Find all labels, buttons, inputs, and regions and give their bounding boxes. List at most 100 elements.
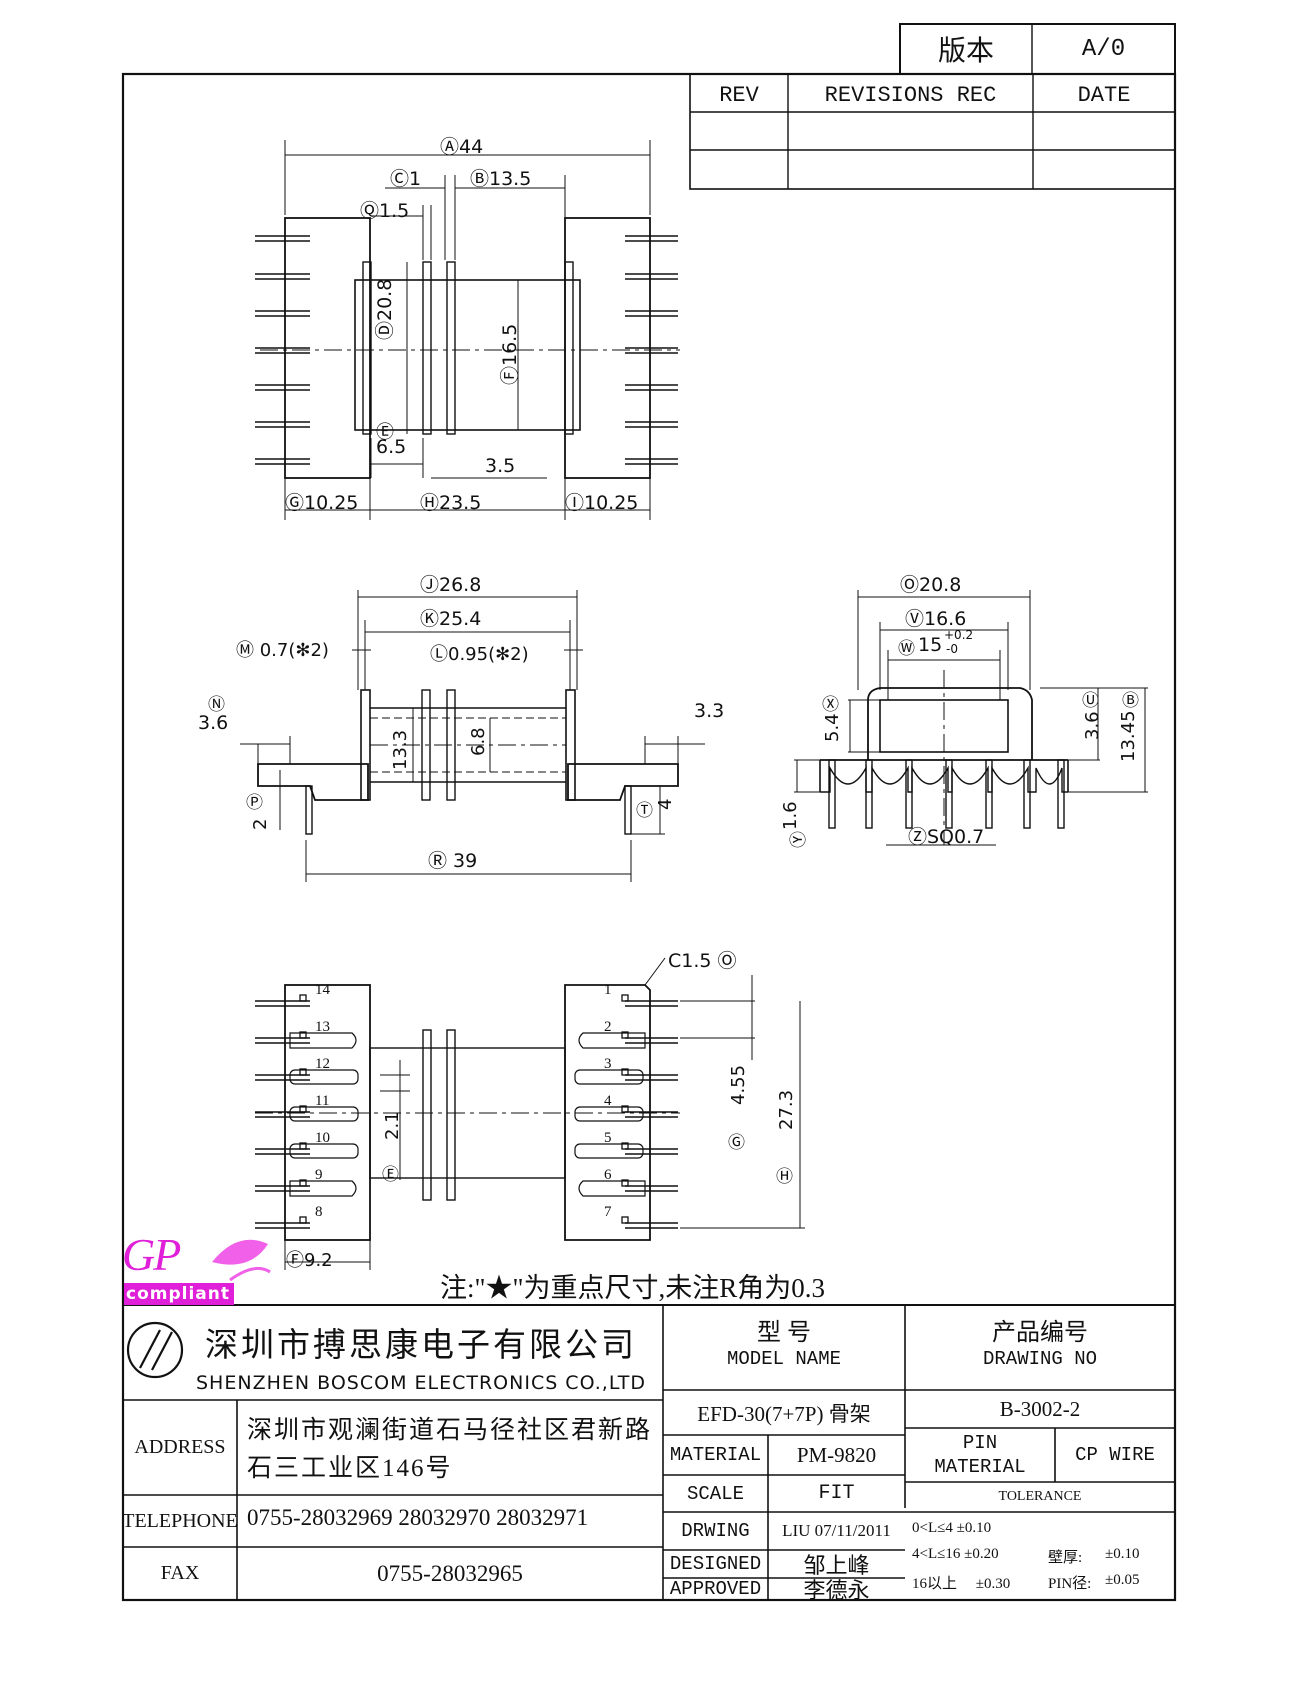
dim-w-marker: Ⓦ — [898, 639, 915, 659]
wall-thickness-label: 壁厚: — [1048, 1550, 1083, 1566]
top-view — [255, 140, 680, 520]
gp-compliant-logo — [124, 1239, 271, 1305]
dim-b-value: 13.45 — [1118, 710, 1139, 762]
dim-w-tol-dn: -0 — [946, 642, 958, 656]
revision-table — [689, 73, 1176, 190]
scale-value: FIT — [818, 1482, 855, 1505]
dim-g-value: 4.55 — [728, 1064, 749, 1105]
model-name-cn: 型 号 — [757, 1320, 811, 1346]
dim-d20-8: Ⓓ20.8 — [374, 278, 396, 340]
drawing-note: 注:"★"为重点尺寸,未注R角为0.3 — [440, 1273, 826, 1303]
bottom-view — [255, 957, 805, 1270]
designed-value: 邹上峰 — [803, 1553, 870, 1578]
dim-a44: Ⓐ44 — [440, 136, 484, 158]
model-name-en: MODEL NAME — [726, 1348, 842, 1370]
version-value: A/0 — [1081, 35, 1126, 63]
address-line-1: 深圳市观澜街道石马径社区君新路 — [247, 1417, 653, 1444]
dim-f16-5: Ⓕ16.5 — [499, 323, 521, 385]
dim-p-value: 2 — [250, 818, 271, 830]
dim-b-marker: Ⓑ — [1122, 691, 1139, 711]
dim-13-3: 13.3 — [390, 729, 411, 770]
dim-l0-95: Ⓛ0.95(✻2) — [430, 644, 529, 665]
dim-n-value: 3.6 — [198, 712, 229, 734]
tolerance-label: TOLERANCE — [998, 1489, 1082, 1504]
leaf-icon — [212, 1239, 268, 1265]
dim-x-marker: Ⓧ — [822, 695, 839, 715]
approved-label: APPROVED — [669, 1578, 762, 1600]
dim-i10-25: Ⓘ10.25 — [565, 492, 639, 514]
dim-u-marker: Ⓤ — [1082, 691, 1099, 711]
dim-6-8: 6.8 — [468, 727, 489, 756]
drwing-value: LIU 07/11/2011 — [782, 1521, 891, 1540]
dim-h-value: 27.3 — [776, 1089, 797, 1130]
revisions-rec-header: REVISIONS REC — [824, 82, 997, 108]
dim-h23-5: Ⓗ23.5 — [420, 492, 482, 514]
dim-e-marker: Ⓔ — [376, 422, 394, 443]
dim-e-value-bottom: 2.1 — [382, 1111, 403, 1140]
dim-3-3: 3.3 — [694, 700, 725, 722]
dim-p-marker: Ⓟ — [246, 793, 263, 813]
dim-n-marker: Ⓝ — [208, 695, 225, 715]
fax-label: FAX — [160, 1562, 200, 1584]
compliant-logo-text: compliant — [126, 1284, 230, 1304]
pin-label-7: 7 — [604, 1204, 612, 1220]
title-block — [123, 1304, 1175, 1600]
rev-header: REV — [719, 82, 759, 108]
dim-w-value: 15 — [918, 634, 943, 656]
drawing-no-value: B-3002-2 — [999, 1396, 1081, 1421]
version-label: 版本 — [937, 36, 994, 67]
dim-e-marker-bottom: Ⓔ — [382, 1165, 399, 1185]
dim-q1-5: Ⓠ1.5 — [360, 200, 410, 222]
end-view — [794, 590, 1148, 846]
drwing-label: DRWING — [681, 1520, 750, 1542]
pin-material-label-1: PIN — [962, 1432, 998, 1454]
dim-g10-25: Ⓖ10.25 — [285, 492, 359, 514]
company-logo-icon — [126, 1321, 184, 1379]
dim-v16-6: Ⓥ16.6 — [905, 608, 967, 630]
drawing-no-en: DRAWING NO — [982, 1348, 1098, 1370]
material-value: PM-9820 — [796, 1442, 877, 1467]
pin-label-11: 11 — [315, 1093, 330, 1109]
designed-label: DESIGNED — [669, 1553, 762, 1575]
dim-y-marker: Ⓨ — [789, 831, 809, 848]
dim-e-value: 6.5 — [376, 436, 407, 458]
sheet-border — [121, 72, 1177, 1602]
pin-label-4: 4 — [604, 1093, 612, 1109]
pin-label-8: 8 — [315, 1204, 323, 1220]
dim-c1: Ⓒ1 — [390, 168, 422, 190]
dim-t-value: 4 — [655, 798, 676, 810]
tolerance-range-3: 16以上 ±0.30 — [912, 1576, 1011, 1592]
dim-x-value: 5.4 — [822, 713, 843, 742]
dim-g-marker: Ⓖ — [728, 1133, 745, 1153]
company-name-cn: 深圳市搏思康电子有限公司 — [205, 1328, 637, 1364]
dim-r39: Ⓡ 39 — [428, 850, 478, 872]
dim-c1-5: C1.5 Ⓞ — [668, 950, 737, 972]
dim-b13-5: Ⓑ13.5 — [470, 168, 532, 190]
pin-label-6: 6 — [604, 1167, 612, 1183]
pin-label-10: 10 — [315, 1130, 330, 1146]
dim-k25-4: Ⓚ25.4 — [420, 608, 482, 630]
dim-f9-2: Ⓕ9.2 — [286, 1250, 333, 1271]
dim-u-value: 3.6 — [1082, 711, 1103, 740]
pin-label-3: 3 — [604, 1056, 612, 1072]
drawing-no-cn: 产品编号 — [992, 1320, 1088, 1346]
scale-label: SCALE — [686, 1482, 744, 1505]
telephone-value: 0755-28032969 28032970 28032971 — [247, 1505, 589, 1530]
pin-label-2: 2 — [604, 1019, 612, 1035]
fax-value: 0755-28032965 — [377, 1560, 523, 1586]
dim-o20-8: Ⓞ20.8 — [900, 574, 962, 596]
pin-diameter-value: ±0.05 — [1105, 1572, 1140, 1588]
address-line-2: 石三工业区146号 — [247, 1455, 453, 1482]
pin-label-14: 14 — [315, 982, 330, 998]
pin-material-label-2: MATERIAL — [934, 1456, 1026, 1478]
pin-diameter-label: PIN径: — [1048, 1576, 1092, 1592]
pin-label-1: 1 — [604, 982, 612, 998]
dim-z-sq0-7: ⓏSQ0.7 — [908, 826, 985, 848]
material-label: MATERIAL — [669, 1444, 762, 1466]
dim-gap-3-5: 3.5 — [485, 455, 516, 477]
pin-label-12: 12 — [315, 1056, 330, 1072]
tolerance-range-2: 4<L≤16 ±0.20 — [912, 1546, 999, 1562]
date-header: DATE — [1077, 82, 1131, 108]
tolerance-range-1: 0<L≤4 ±0.10 — [912, 1520, 992, 1536]
